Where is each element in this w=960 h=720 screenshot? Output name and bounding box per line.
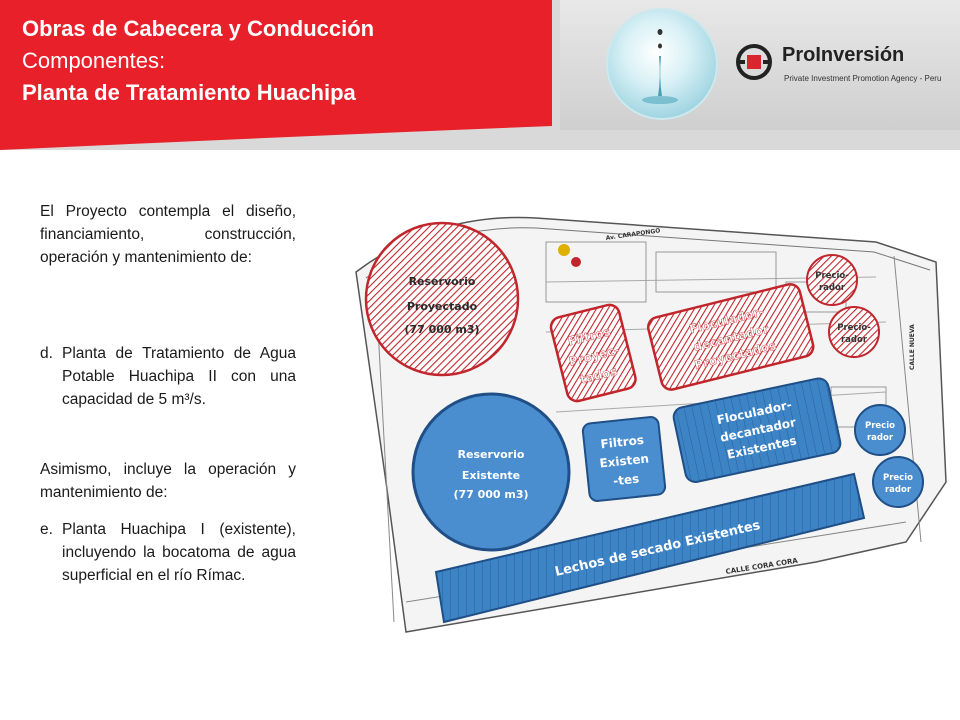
reservorio-existente: Reservorio Existente (77 000 m3) xyxy=(411,392,571,552)
filtros-existentes: Filtros Existen -tes xyxy=(581,416,667,502)
brand-tagline: Private Investment Promotion Agency - Pe… xyxy=(784,74,942,83)
preciorador-proyectado-2: Precio- rador xyxy=(828,306,880,358)
intro-paragraph: El Proyecto contempla el diseño, financi… xyxy=(40,203,296,266)
reservorio-proyectado-label-3: (77 000 m3) xyxy=(404,323,479,336)
list-item-text: Planta Huachipa I (existente), incluyend… xyxy=(62,521,296,584)
reservorio-proyectado: Reservorio Proyectado (77 000 m3) xyxy=(364,221,520,377)
water-drop-icon xyxy=(642,29,678,104)
water-drop-logo xyxy=(606,8,718,120)
filtros-proyectados: Filtros Proyec- tados xyxy=(549,303,637,403)
preciorador-label-2: rador xyxy=(819,283,846,293)
preciorador-label-2: rador xyxy=(885,485,912,495)
page-title: Obras de Cabecera y Conducción xyxy=(22,16,375,41)
preciorador-proyectado-1: Precio- rador xyxy=(806,254,858,306)
reservorio-existente-label-2: Existente xyxy=(462,469,520,482)
reservorio-proyectado-label-2: Proyectado xyxy=(407,300,478,313)
floculador-proyectados: Floculador- decantador Proyectados xyxy=(646,283,815,391)
preciorador-label-2: rador xyxy=(867,433,894,443)
filtros-existentes-label-1: Filtros xyxy=(600,433,645,451)
preciorador-existente-1: Precio rador xyxy=(854,404,906,456)
list-marker: d. xyxy=(40,345,53,362)
filtros-existentes-label-3: -tes xyxy=(613,472,640,489)
street-label-nueva: CALLE NUEVA xyxy=(909,324,916,370)
page-subtitle: Componentes: xyxy=(22,48,166,73)
list-marker: e. xyxy=(40,521,53,538)
preciorador-label-1: Precio- xyxy=(815,271,849,281)
brand-name: ProInversión xyxy=(782,44,905,66)
reservorio-existente-label-3: (77 000 m3) xyxy=(453,488,528,501)
site-plan-drawing: Av. CARAPONGO CALLE CORA CORA CALLE NUEV… xyxy=(355,216,947,633)
red-panel-shape xyxy=(0,0,552,150)
preciorador-existente-2: Precio rador xyxy=(872,456,924,508)
preciorador-label-1: Precio- xyxy=(837,323,871,333)
operation-paragraph: Asimismo, incluye la operación y manteni… xyxy=(40,461,296,501)
preciorador-label-2: rador xyxy=(841,335,868,345)
proinversion-logo: ProInversión Private Investment Promotio… xyxy=(736,40,946,100)
plant-site-plan: Av. CARAPONGO CALLE CORA CORA CALLE NUEV… xyxy=(346,182,954,652)
preciorador-label-1: Precio xyxy=(865,421,895,431)
filtros-existentes-label-2: Existen xyxy=(599,451,650,470)
page-section-title: Planta de Tratamiento Huachipa xyxy=(22,80,356,105)
list-item-e: e. Planta Huachipa I (existente), incluy… xyxy=(40,518,296,587)
reservorio-existente-label-1: Reservorio xyxy=(458,448,525,461)
proinversion-mark-icon xyxy=(736,44,772,80)
reservorio-proyectado-label-1: Reservorio xyxy=(409,275,476,288)
floculador-existentes: Floculador- decantador Existentes xyxy=(672,377,842,483)
list-item-d: d. Planta de Tratamiento de Agua Potable… xyxy=(40,342,296,411)
title-panel: Obras de Cabecera y Conducción Component… xyxy=(0,0,552,150)
list-item-text: Planta de Tratamiento de Agua Potable Hu… xyxy=(62,345,296,408)
preciorador-label-1: Precio xyxy=(883,473,913,483)
